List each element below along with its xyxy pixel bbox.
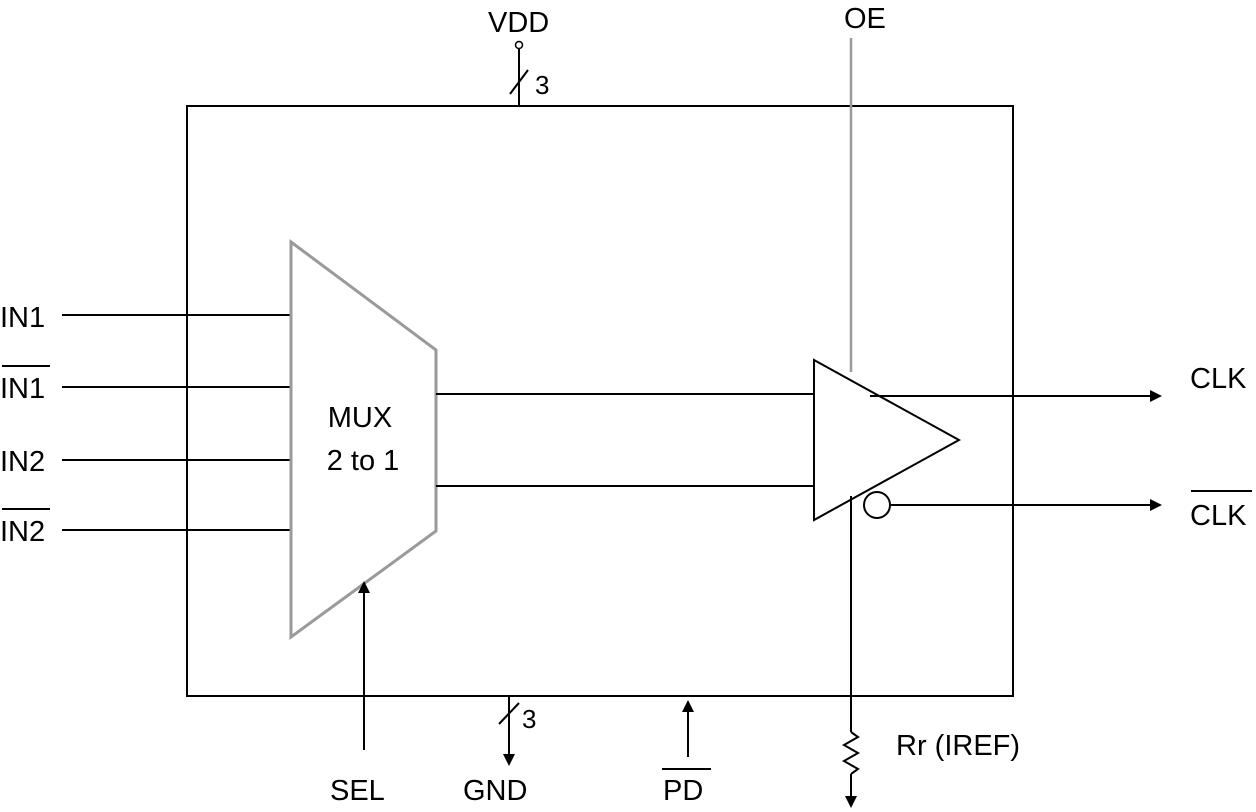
mux-shape — [289, 239, 438, 640]
chip-outline — [186, 105, 1014, 697]
mux-label-line2: 2 to 1 — [327, 445, 400, 477]
in1-label: IN1 — [0, 302, 45, 334]
resistor-symbol — [841, 731, 861, 775]
clk-bar-label: CLK — [1190, 500, 1247, 532]
gnd-bus-width: 3 — [522, 704, 536, 734]
vdd-terminal — [514, 40, 524, 50]
output-pins: CLK CLK — [870, 363, 1252, 532]
in2-bar-label: IN2 — [0, 516, 45, 548]
rr-pin: Rr (IREF) — [841, 496, 1020, 808]
output-buffer — [813, 358, 962, 522]
mux-block: MUX 2 to 1 — [289, 239, 438, 640]
vdd-pin: VDD 3 — [488, 7, 549, 106]
vdd-bus-width: 3 — [535, 70, 549, 100]
pd-pin: PD — [662, 700, 711, 807]
gnd-pin: 3 GND — [463, 696, 536, 807]
oe-label: OE — [844, 3, 886, 35]
pd-bar-label: PD — [663, 775, 703, 807]
gnd-label: GND — [463, 775, 527, 807]
sel-pin: SEL — [330, 581, 385, 807]
rr-label: Rr (IREF) — [896, 730, 1020, 762]
input-pins: IN1 IN1 IN2 IN2 — [0, 302, 291, 548]
gnd-bus-slash — [498, 702, 520, 725]
in2-label: IN2 — [0, 446, 45, 478]
buffer-shape — [813, 358, 962, 522]
mux-label-line1: MUX — [328, 402, 392, 434]
oe-pin: OE — [844, 3, 886, 372]
in1-bar-label: IN1 — [0, 373, 45, 405]
vdd-label: VDD — [488, 7, 549, 39]
clk-label: CLK — [1190, 363, 1247, 395]
sel-label: SEL — [330, 775, 385, 807]
inverted-output-bubble — [863, 491, 891, 519]
vdd-bus-slash — [509, 69, 529, 95]
